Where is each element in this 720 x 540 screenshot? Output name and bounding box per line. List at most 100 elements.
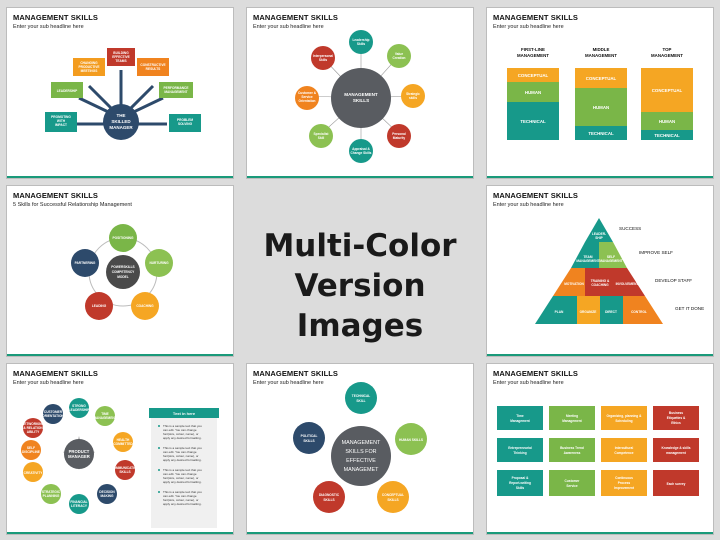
slide-pyramid[interactable]: MANAGEMENT SKILLS Enter your sub headlin…: [486, 185, 714, 357]
slide-effective-management[interactable]: MANAGEMENT SKILLS Enter your sub headlin…: [246, 363, 474, 535]
slide-title: MANAGEMENT SKILLS: [13, 13, 99, 22]
skills-grid: Time Management Meeting Management Organ…: [497, 406, 699, 496]
center-circle: [331, 426, 391, 486]
box-meetings: [73, 58, 105, 76]
svg-text:MANAGEMENT: MANAGEMENT: [585, 53, 617, 58]
svg-text:MANAGEMENT: MANAGEMENT: [344, 92, 378, 97]
svg-text:SKILLS: SKILLS: [119, 470, 130, 474]
svg-text:CREATIVITY: CREATIVITY: [24, 471, 44, 475]
svg-text:Skill: Skill: [318, 136, 325, 140]
svg-text:COACHING: COACHING: [591, 283, 609, 287]
svg-text:BUILDING: BUILDING: [113, 51, 129, 55]
svg-text:SOLVING: SOLVING: [178, 122, 193, 126]
svg-text:TRAINING &: TRAINING &: [591, 279, 610, 283]
management-levels-chart: FIRST-LINE MANAGEMENT MIDDLE MANAGEMENT …: [507, 47, 693, 140]
center-circle: [331, 68, 391, 128]
svg-text:Skills: Skills: [319, 58, 328, 62]
svg-text:Scheduling: Scheduling: [615, 419, 632, 423]
svg-text:Specialist: Specialist: [314, 132, 330, 136]
slide-powerskills[interactable]: MANAGEMENT SKILLS 5 Skills for Successfu…: [6, 185, 234, 357]
center-circle: [64, 439, 94, 469]
effective-management-diagram: MANAGEMENT SKILLS FOR EFFECTIVE MANAGEME…: [293, 382, 427, 513]
slide-subtitle: Enter your sub headline here: [493, 202, 564, 208]
text-panel-header: [149, 408, 219, 418]
svg-text:CONTROL: CONTROL: [631, 310, 647, 314]
svg-text:SKILLS: SKILLS: [303, 439, 314, 443]
svg-text:FINANCIAL: FINANCIAL: [70, 500, 87, 504]
svg-text:TEAM: TEAM: [583, 255, 592, 259]
svg-text:Service: Service: [566, 484, 578, 488]
svg-text:RESULTS: RESULTS: [146, 67, 161, 71]
svg-text:ORIENTATION: ORIENTATION: [42, 414, 64, 418]
svg-text:can edit. You can change: can edit. You can change: [163, 428, 197, 432]
svg-text:STRATEGIC: STRATEGIC: [42, 490, 61, 494]
svg-text:COACHING: COACHING: [136, 304, 154, 308]
svg-text:HEALTH: HEALTH: [117, 438, 130, 442]
svg-text:Service: Service: [301, 95, 313, 99]
svg-text:TECHNICAL: TECHNICAL: [588, 131, 614, 136]
svg-text:SKILLS: SKILLS: [323, 498, 334, 502]
skills-wheel-diagram: MANAGEMENT SKILLS Leadership Skills Valu…: [295, 30, 425, 163]
svg-text:This is a sample text that you: This is a sample text that you: [163, 468, 202, 472]
svg-text:MODEL: MODEL: [117, 275, 129, 279]
svg-text:Skills: Skills: [357, 42, 366, 46]
skilled-manager-diagram: THE SKILLED MANAGER BUILDING EFFECTIVE T…: [45, 48, 201, 140]
center-line: SKILLED: [111, 119, 131, 124]
svg-text:can edit. You can change: can edit. You can change: [163, 472, 197, 476]
box-building-teams: [107, 48, 135, 66]
svg-text:HUMAN SKILLS: HUMAN SKILLS: [399, 438, 423, 442]
svg-text:Maturity: Maturity: [393, 136, 406, 140]
svg-text:CONCEPTUAL: CONCEPTUAL: [382, 493, 404, 497]
slide-title: MANAGEMENT SKILLS: [253, 369, 339, 378]
center-title-line2: Version Images: [294, 268, 426, 344]
svg-text:apply any desired formatting.: apply any desired formatting.: [163, 458, 202, 462]
svg-text:IMPROVE SELF: IMPROVE SELF: [639, 250, 673, 255]
svg-text:WITH: WITH: [57, 119, 66, 123]
center-title: Multi-Color Version Images: [240, 226, 480, 346]
svg-text:HUMAN: HUMAN: [659, 119, 675, 124]
svg-text:DECISION: DECISION: [99, 490, 115, 494]
svg-text:This is a sample text that you: This is a sample text that you: [163, 424, 202, 428]
slide-skills-wheel[interactable]: MANAGEMENT SKILLS Enter your sub headlin…: [246, 7, 474, 179]
center-circle: [103, 104, 139, 140]
svg-text:Customer: Customer: [565, 479, 581, 483]
slide-skills-grid[interactable]: MANAGEMENT SKILLS Enter your sub headlin…: [486, 363, 714, 535]
svg-text:Ethics: Ethics: [671, 421, 681, 425]
svg-text:MANAGEMENT: MANAGEMENT: [342, 440, 381, 446]
slide-subtitle: Enter your sub headline here: [493, 380, 564, 386]
svg-text:IMPACT: IMPACT: [55, 123, 67, 127]
powerskills-diagram: POWERSKILLS COMPETENCY MODEL POSITIONING…: [71, 224, 173, 320]
svg-text:Intercultural: Intercultural: [615, 446, 634, 450]
slide-subtitle: Enter your sub headline here: [13, 24, 84, 30]
svg-text:MANAGEMENT: MANAGEMENT: [164, 90, 187, 94]
svg-text:This is a sample text that you: This is a sample text that you: [163, 446, 202, 450]
svg-text:Text in here: Text in here: [173, 411, 196, 416]
slide-title: MANAGEMENT SKILLS: [13, 369, 99, 378]
svg-text:TECHNICAL: TECHNICAL: [520, 119, 546, 124]
svg-text:CONCEPTUAL: CONCEPTUAL: [652, 88, 683, 93]
svg-text:LEADERSHIP: LEADERSHIP: [57, 89, 78, 93]
center-line: MANAGER: [109, 125, 133, 130]
box-problem-solving: [169, 114, 201, 132]
svg-text:DIRECT: DIRECT: [605, 310, 617, 314]
svg-text:LEADERSHIP: LEADERSHIP: [69, 408, 90, 412]
svg-text:Report-writing: Report-writing: [509, 481, 531, 485]
svg-text:DEVELOP STAFF: DEVELOP STAFF: [655, 278, 692, 283]
slide-product-manager[interactable]: MANAGEMENT SKILLS Enter your sub headlin…: [6, 363, 234, 535]
svg-text:Value: Value: [395, 52, 404, 56]
slide-management-levels[interactable]: MANAGEMENT SKILLS Enter your sub headlin…: [486, 7, 714, 179]
svg-text:LEADER-: LEADER-: [592, 232, 606, 236]
svg-text:CONSTRUCTIVE: CONSTRUCTIVE: [140, 63, 165, 67]
svg-text:Skills: Skills: [516, 486, 525, 490]
svg-text:PARTNERING: PARTNERING: [75, 261, 96, 265]
svg-text:Business Trend: Business Trend: [560, 446, 584, 450]
slide-title: MANAGEMENT SKILLS: [493, 369, 579, 378]
svg-text:can edit. You can change: can edit. You can change: [163, 494, 197, 498]
slide-title: MANAGEMENT SKILLS: [13, 191, 99, 200]
svg-text:MOTIVATION: MOTIVATION: [564, 282, 584, 286]
svg-text:HUMAN: HUMAN: [593, 105, 609, 110]
slide-skilled-manager[interactable]: MANAGEMENT SKILLS Enter your sub headlin…: [6, 7, 234, 179]
svg-text:MANAGEMENT: MANAGEMENT: [599, 259, 622, 263]
svg-text:MANAGER: MANAGER: [68, 454, 90, 459]
svg-text:POLITICAL: POLITICAL: [301, 434, 318, 438]
